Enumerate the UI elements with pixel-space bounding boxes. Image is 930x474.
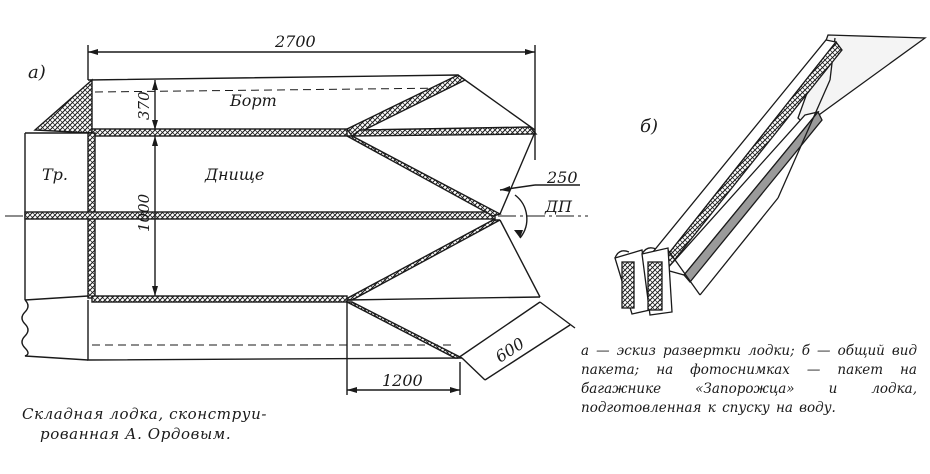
figure-caption-left: Складная лодка, сконструи- рованная А. О…	[22, 404, 342, 444]
dimension-600	[461, 301, 576, 381]
panel-b-label: б)	[640, 116, 658, 137]
figure-caption-right: а — эскиз развертки лодки; б — об­щий ви…	[581, 343, 917, 416]
angle-arc	[514, 194, 528, 239]
label-250: 250	[546, 168, 578, 187]
dimension-370	[152, 80, 158, 130]
hull-development-sketch	[5, 45, 588, 395]
dimension-1200	[346, 302, 461, 395]
label-370: 370	[135, 91, 153, 120]
folded-package-sketch	[614, 34, 927, 316]
label-bottom: Днище	[204, 165, 264, 184]
label-1000: 1000	[135, 193, 153, 232]
label-transom: Тр.	[42, 165, 68, 184]
label-2700: 2700	[274, 32, 316, 51]
dimension-1000	[152, 136, 158, 296]
caption-left-line1: Складная лодка, сконструи-	[22, 405, 268, 423]
label-side: Борт	[229, 91, 277, 110]
panel-a-label: а)	[28, 62, 46, 83]
label-600: 600	[492, 334, 528, 367]
transom-corner-hatch	[33, 78, 93, 134]
label-1200: 1200	[382, 371, 423, 390]
label-dp: ДП	[544, 197, 573, 216]
dimension-2700	[87, 45, 536, 160]
dimension-250	[499, 184, 580, 192]
caption-left-line2: рованная А. Ордовым.	[40, 425, 232, 443]
